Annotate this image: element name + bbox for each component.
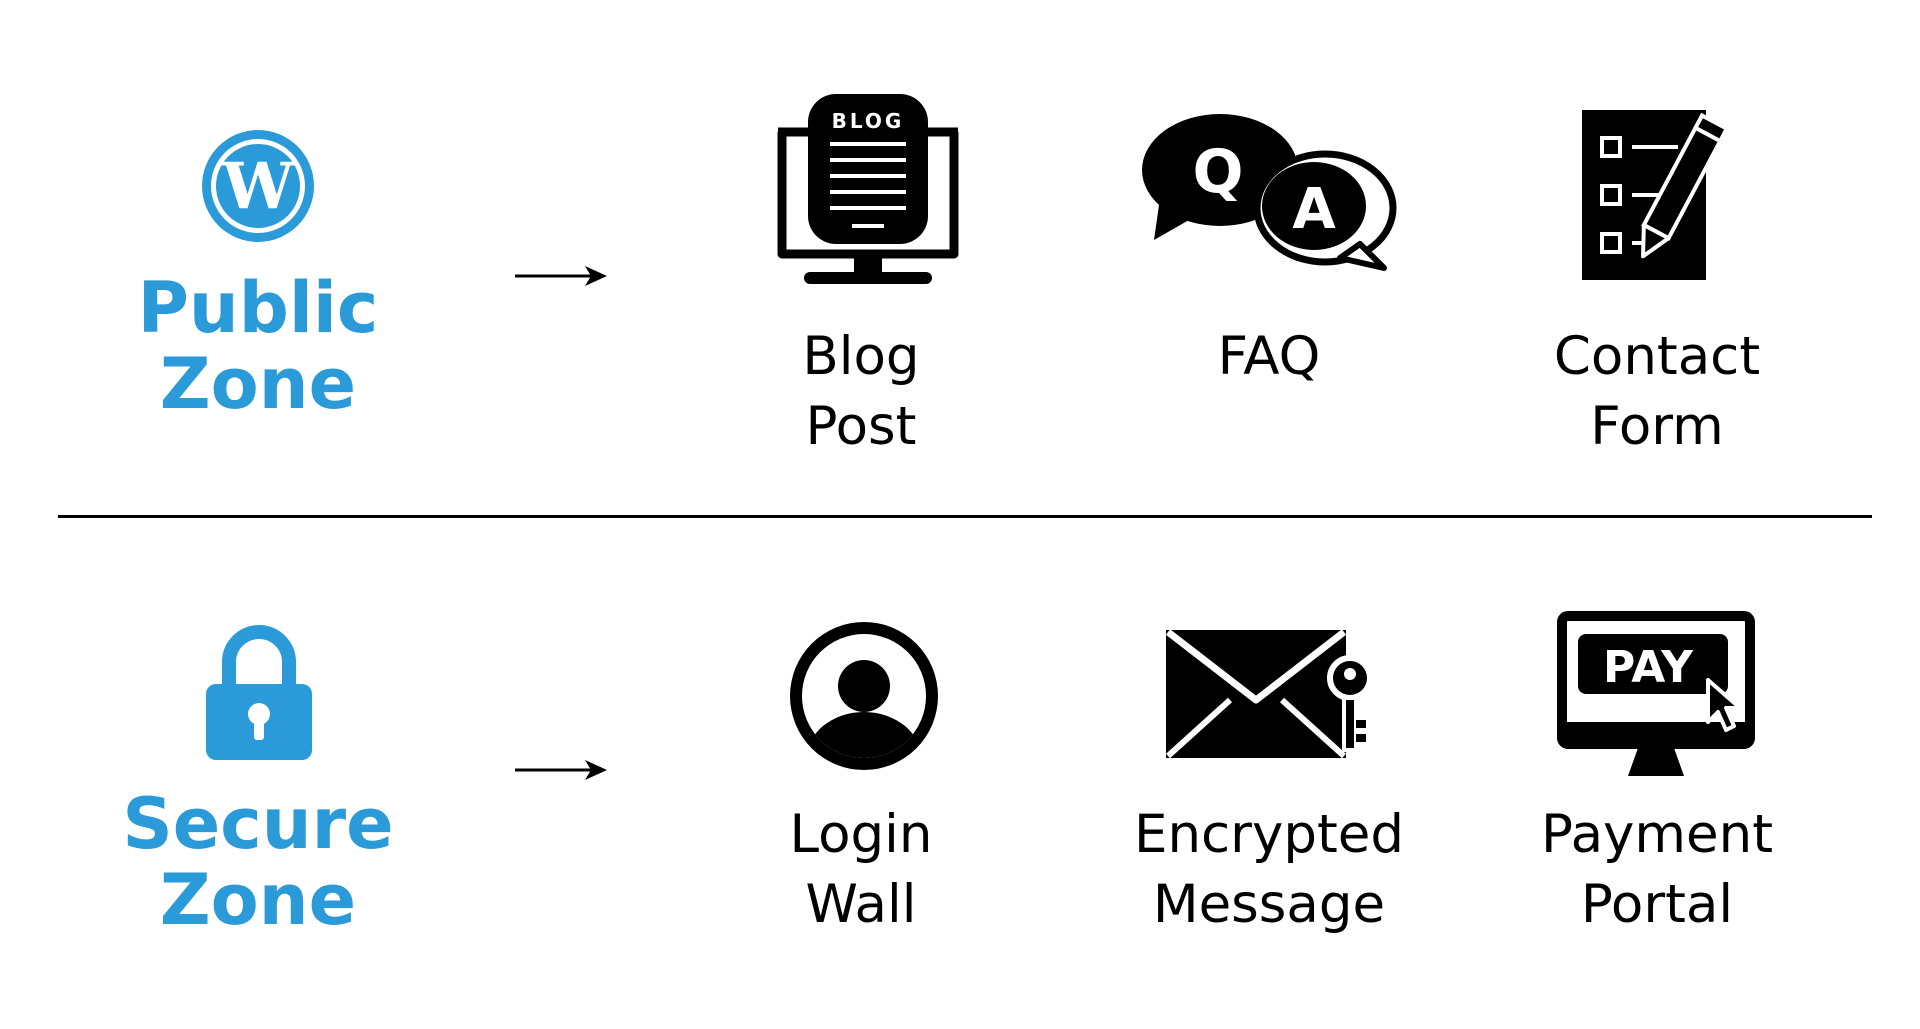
- public-flow-arrow: [515, 266, 607, 286]
- svg-text:W: W: [221, 149, 295, 224]
- item-label-line2: Message: [1152, 874, 1386, 935]
- item-label-line2: Portal: [1580, 874, 1734, 935]
- public-zone-label: Public Zone: [78, 270, 438, 422]
- item-label-line1: Blog: [802, 326, 920, 387]
- item-label-contact-form: Contact Form: [1447, 322, 1867, 462]
- item-label-faq: FAQ: [1059, 322, 1479, 392]
- item-label-blog-post: Blog Post: [651, 322, 1071, 462]
- item-label-line1: Contact: [1553, 326, 1761, 387]
- secure-zone-label-line1: Secure: [122, 783, 394, 865]
- item-label-login-wall: Login Wall: [651, 800, 1071, 940]
- blog-monitor-icon: BLOG: [777, 94, 959, 284]
- user-avatar-icon: [790, 622, 938, 770]
- item-label-line1: Encrypted: [1133, 804, 1405, 865]
- padlock-icon: [206, 625, 312, 760]
- item-label-line1: Payment: [1540, 804, 1774, 865]
- item-label-encrypted-message: Encrypted Message: [1059, 800, 1479, 940]
- public-zone-label-line1: Public: [137, 267, 379, 349]
- item-label-line1: Login: [789, 804, 933, 865]
- blog-icon-text: BLOG: [832, 109, 905, 133]
- secure-zone-label-line2: Zone: [159, 859, 357, 941]
- public-zone-label-line2: Zone: [159, 343, 357, 425]
- qa-bubbles-icon: Q A: [1142, 114, 1397, 271]
- item-label-line2: Wall: [805, 874, 917, 935]
- faq-icon-q: Q: [1192, 137, 1243, 207]
- wordpress-icon: W: [202, 130, 314, 242]
- item-label-line2: Form: [1590, 396, 1724, 457]
- item-label-payment-portal: Payment Portal: [1447, 800, 1867, 940]
- item-label-line1: FAQ: [1217, 326, 1321, 387]
- envelope-key-icon: [1165, 629, 1373, 759]
- faq-icon-a: A: [1292, 177, 1336, 242]
- item-label-line2: Post: [805, 396, 917, 457]
- pay-monitor-icon: PAY: [1557, 611, 1755, 776]
- zone-divider: [58, 515, 1872, 518]
- secure-flow-arrow: [515, 760, 607, 780]
- pay-icon-text: PAY: [1603, 642, 1694, 693]
- checklist-pencil-icon: [1582, 110, 1730, 280]
- secure-zone-label: Secure Zone: [78, 786, 438, 938]
